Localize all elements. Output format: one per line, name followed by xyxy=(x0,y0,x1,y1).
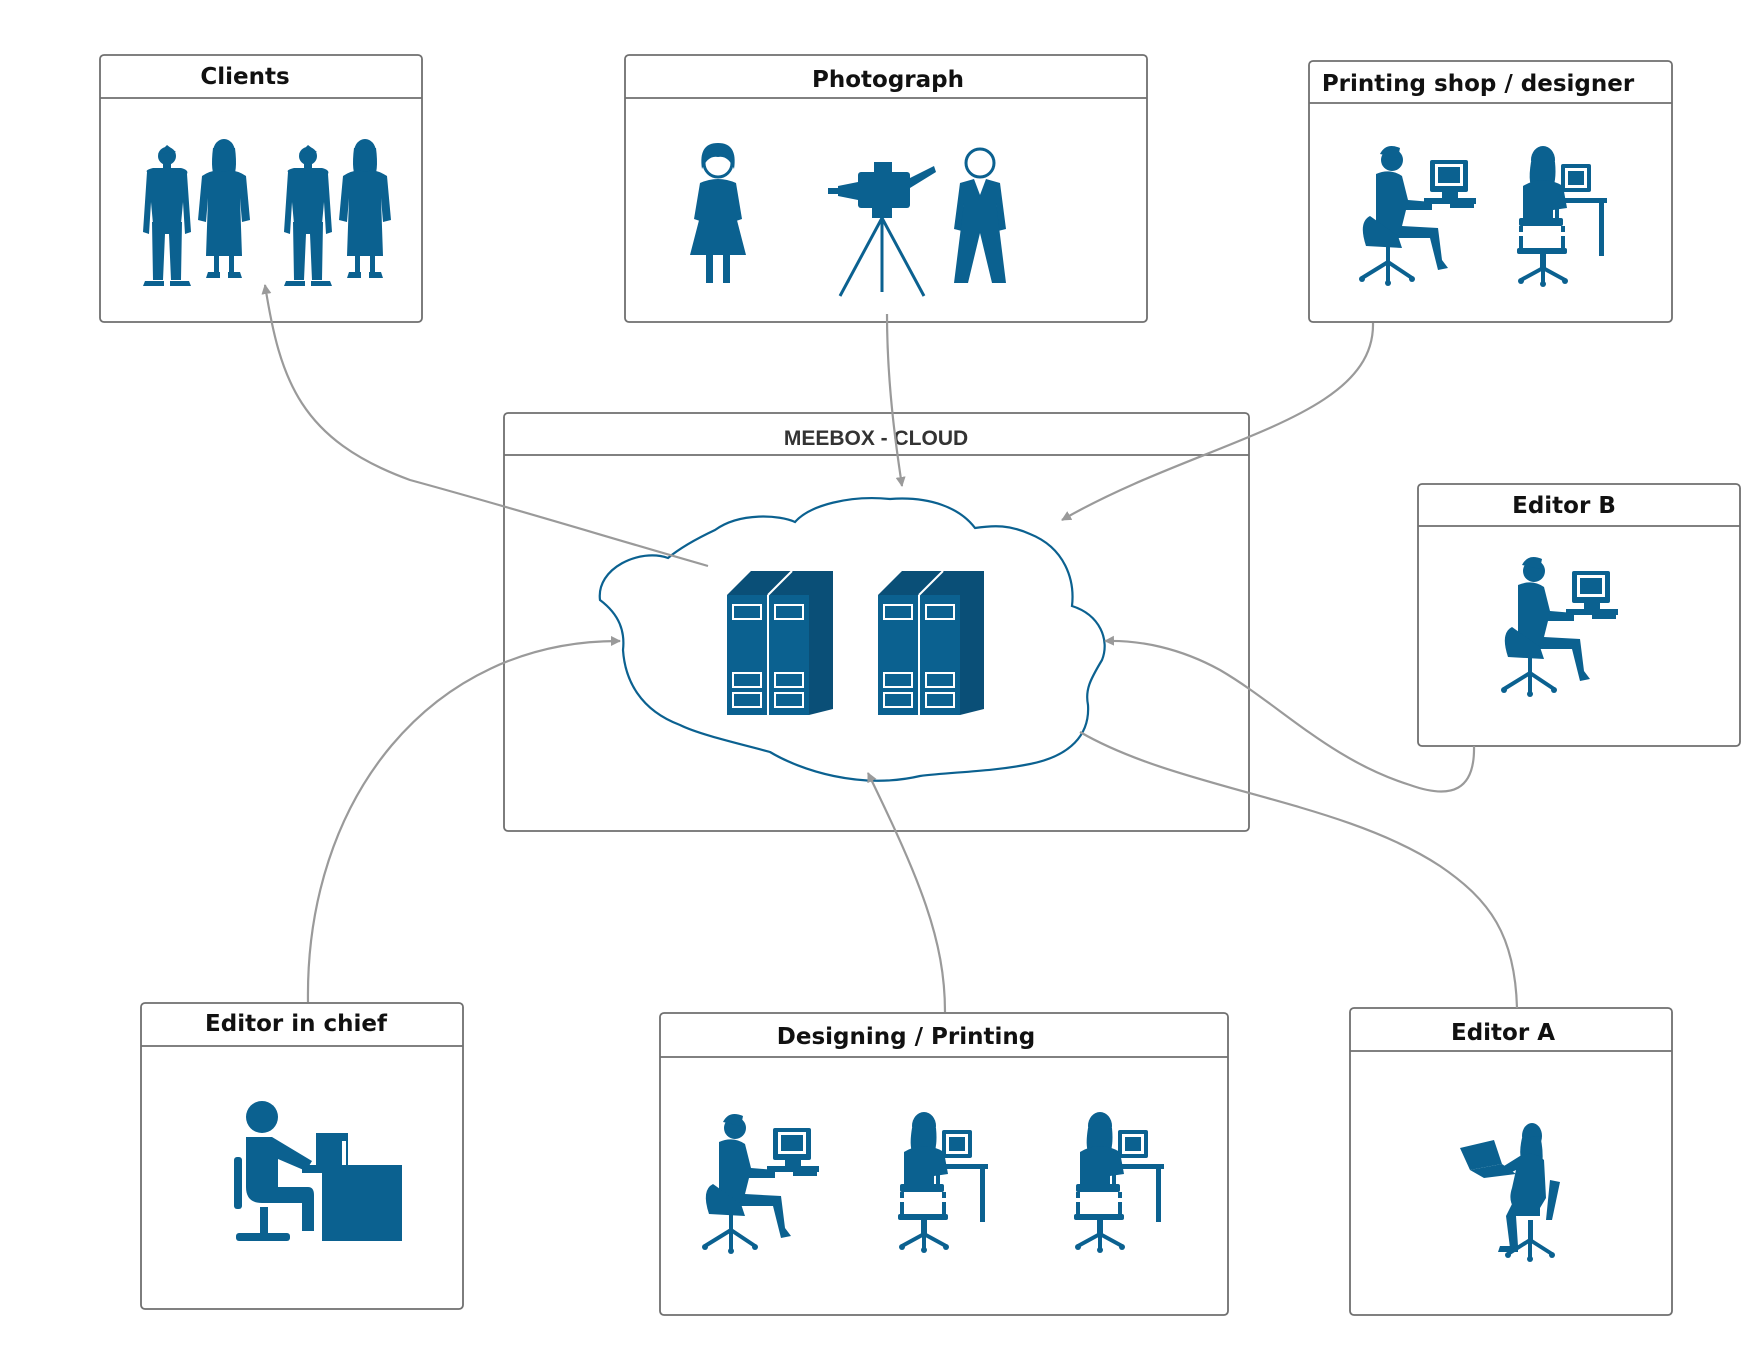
editor-in-chief-box[interactable]: Editor in chief xyxy=(140,1002,464,1310)
clients-box[interactable]: Clients xyxy=(99,54,423,323)
editor-b-title: Editor B xyxy=(1512,493,1616,519)
server-rack-icon xyxy=(877,570,985,716)
connector-editor-b-to-cloud xyxy=(1104,635,1476,793)
connector-photograph-to-cloud xyxy=(885,313,906,487)
editor-a-box[interactable]: Editor A xyxy=(1349,1007,1673,1316)
connectors xyxy=(261,284,1519,1013)
cloud-title: MEEBOX - CLOUD xyxy=(784,427,968,450)
designing-printing-box[interactable]: Designing / Printing xyxy=(659,1012,1229,1316)
connector-cloud-to-editor-a xyxy=(1079,731,1519,1009)
printing-shop-box[interactable]: Printing shop / designer xyxy=(1308,60,1673,323)
clients-title: Clients xyxy=(200,64,289,90)
editor-a-title: Editor A xyxy=(1451,1020,1555,1046)
connector-cloud-to-clients xyxy=(261,284,709,568)
cloud-container[interactable]: MEEBOX - CLOUD xyxy=(503,412,1250,832)
connector-editor-in-chief-to-cloud xyxy=(306,635,621,1003)
printing-shop-title: Printing shop / designer xyxy=(1322,71,1635,97)
connector-printing-shop-to-cloud xyxy=(1061,322,1375,521)
designing-printing-title: Designing / Printing xyxy=(777,1024,1035,1050)
editor-in-chief-title: Editor in chief xyxy=(205,1011,388,1037)
server-rack-icon xyxy=(726,570,834,716)
photograph-box[interactable]: Photograph xyxy=(624,54,1148,323)
photograph-title: Photograph xyxy=(812,67,964,93)
connector-designing-to-cloud xyxy=(867,772,947,1013)
editor-b-box[interactable]: Editor B xyxy=(1417,483,1741,747)
